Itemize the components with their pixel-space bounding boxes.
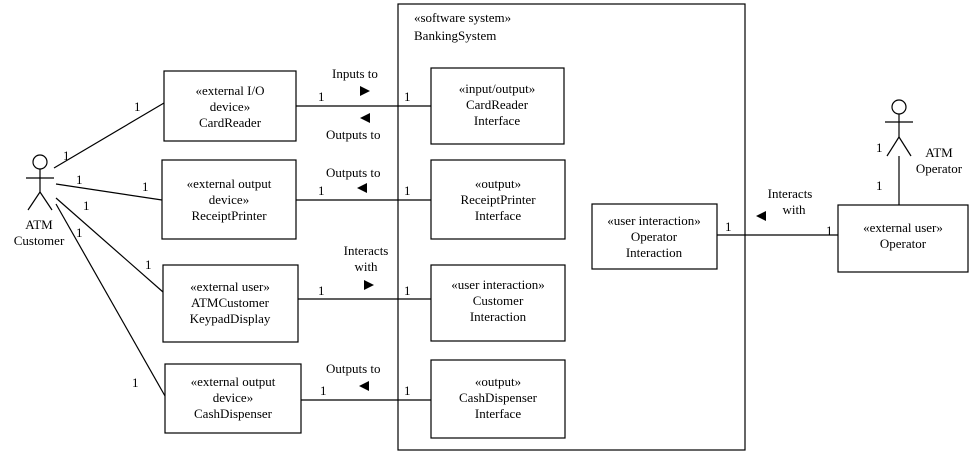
mult-customer-cashdispenser-a: 1 xyxy=(76,225,83,240)
cashdispenser-interface-line2: CashDispenser xyxy=(459,390,538,405)
mult-cashdispenser-right: 1 xyxy=(404,383,411,398)
mult-receiptprinter-right: 1 xyxy=(404,183,411,198)
assoc-customer-keypad xyxy=(55,197,164,293)
operator-interaction-line3: Interaction xyxy=(626,245,683,260)
customer-interaction-line3: Interaction xyxy=(470,309,527,324)
atm-customer-actor-icon xyxy=(26,154,54,211)
atm-operator-actor-icon xyxy=(885,99,913,157)
mult-customer-cardreader-a: 1 xyxy=(63,148,70,163)
atm-operator-label-line1: ATM xyxy=(925,145,953,160)
external-keypad-line2: ATMCustomer xyxy=(191,295,270,310)
label-interacts-operator-l2: with xyxy=(782,202,806,217)
mult-operator-right: 1 xyxy=(826,223,833,238)
external-cashdispenser-line3: CashDispenser xyxy=(194,406,273,421)
external-cashdispenser-box xyxy=(164,363,302,434)
external-keypad-line1: «external user» xyxy=(190,279,270,294)
mult-customer-receiptprinter-b: 1 xyxy=(142,179,149,194)
mult-customer-keypad-b: 1 xyxy=(145,257,152,272)
receiptprinter-interface-line1: «output» xyxy=(475,176,521,191)
label-interacts-keypad-l1: Interacts xyxy=(344,243,389,258)
label-inputs-to: Inputs to xyxy=(332,66,378,81)
external-cardreader-line1: «external I/O xyxy=(196,83,265,98)
external-cashdispenser-line2: device» xyxy=(213,390,253,405)
arrow-left-icon xyxy=(756,211,766,221)
external-receiptprinter-box xyxy=(161,159,297,240)
atm-operator-label-line2: Operator xyxy=(916,161,963,176)
cashdispenser-interface-line3: Interface xyxy=(475,406,521,421)
assoc-customer-receiptprinter xyxy=(55,183,163,201)
system-name: BankingSystem xyxy=(414,28,496,43)
external-receiptprinter-line2: device» xyxy=(209,192,249,207)
arrow-left-icon xyxy=(360,113,370,123)
operator-interaction-line2: Operator xyxy=(631,229,678,244)
arrow-right-icon xyxy=(364,280,374,290)
assoc-customer-cashdispenser xyxy=(55,203,166,397)
external-operator-line1: «external user» xyxy=(863,220,943,235)
mult-cardreader-right: 1 xyxy=(404,89,411,104)
mult-customer-cardreader-b: 1 xyxy=(134,99,141,114)
external-operator-line2: Operator xyxy=(880,236,927,251)
arrow-left-icon xyxy=(359,381,369,391)
system-stereotype: «software system» xyxy=(414,10,511,25)
arrow-left-icon xyxy=(357,183,367,193)
mult-customer-receiptprinter-a: 1 xyxy=(76,172,83,187)
external-keypad-box xyxy=(162,264,299,343)
label-outputs-to-cashdispenser: Outputs to xyxy=(326,361,381,376)
cardreader-interface-box xyxy=(430,67,565,145)
operator-interaction-box xyxy=(591,203,718,270)
mult-receiptprinter-left: 1 xyxy=(318,183,325,198)
receiptprinter-interface-line3: Interface xyxy=(475,208,521,223)
cardreader-interface-line2: CardReader xyxy=(466,97,529,112)
atm-customer-label-line2: Customer xyxy=(14,233,65,248)
label-interacts-keypad-l2: with xyxy=(354,259,378,274)
customer-interaction-line1: «user interaction» xyxy=(451,277,545,292)
cashdispenser-interface-line1: «output» xyxy=(475,374,521,389)
operator-interaction-line1: «user interaction» xyxy=(607,213,701,228)
customer-interaction-box xyxy=(430,264,566,342)
atm-customer-label-line1: ATM xyxy=(25,217,53,232)
external-receiptprinter-line3: ReceiptPrinter xyxy=(191,208,267,223)
cardreader-interface-line1: «input/output» xyxy=(459,81,536,96)
external-cardreader-box xyxy=(163,70,297,142)
external-keypad-line3: KeypadDisplay xyxy=(190,311,271,326)
label-outputs-to-receiptprinter: Outputs to xyxy=(326,165,381,180)
cashdispenser-interface-box xyxy=(430,359,566,439)
external-receiptprinter-line1: «external output xyxy=(187,176,272,191)
external-cardreader-line3: CardReader xyxy=(199,115,262,130)
assoc-customer-cardreader xyxy=(53,102,165,169)
mult-cashdispenser-left: 1 xyxy=(320,383,327,398)
receiptprinter-interface-line2: ReceiptPrinter xyxy=(460,192,536,207)
external-operator-box xyxy=(837,204,969,273)
mult-operator-left: 1 xyxy=(725,219,732,234)
external-cardreader-line2: device» xyxy=(210,99,250,114)
cardreader-interface-line3: Interface xyxy=(474,113,520,128)
mult-cardreader-left: 1 xyxy=(318,89,325,104)
mult-keypad-left: 1 xyxy=(318,283,325,298)
mult-operator-actor-b: 1 xyxy=(876,178,883,193)
mult-operator-actor-a: 1 xyxy=(876,140,883,155)
receiptprinter-interface-box xyxy=(430,159,566,240)
label-outputs-to-cardreader: Outputs to xyxy=(326,127,381,142)
external-cashdispenser-line1: «external output xyxy=(191,374,276,389)
mult-customer-cashdispenser-b: 1 xyxy=(132,375,139,390)
customer-interaction-line2: Customer xyxy=(473,293,524,308)
label-interacts-operator-l1: Interacts xyxy=(768,186,813,201)
mult-customer-keypad-a: 1 xyxy=(83,198,90,213)
mult-keypad-right: 1 xyxy=(404,283,411,298)
arrow-right-icon xyxy=(360,86,370,96)
